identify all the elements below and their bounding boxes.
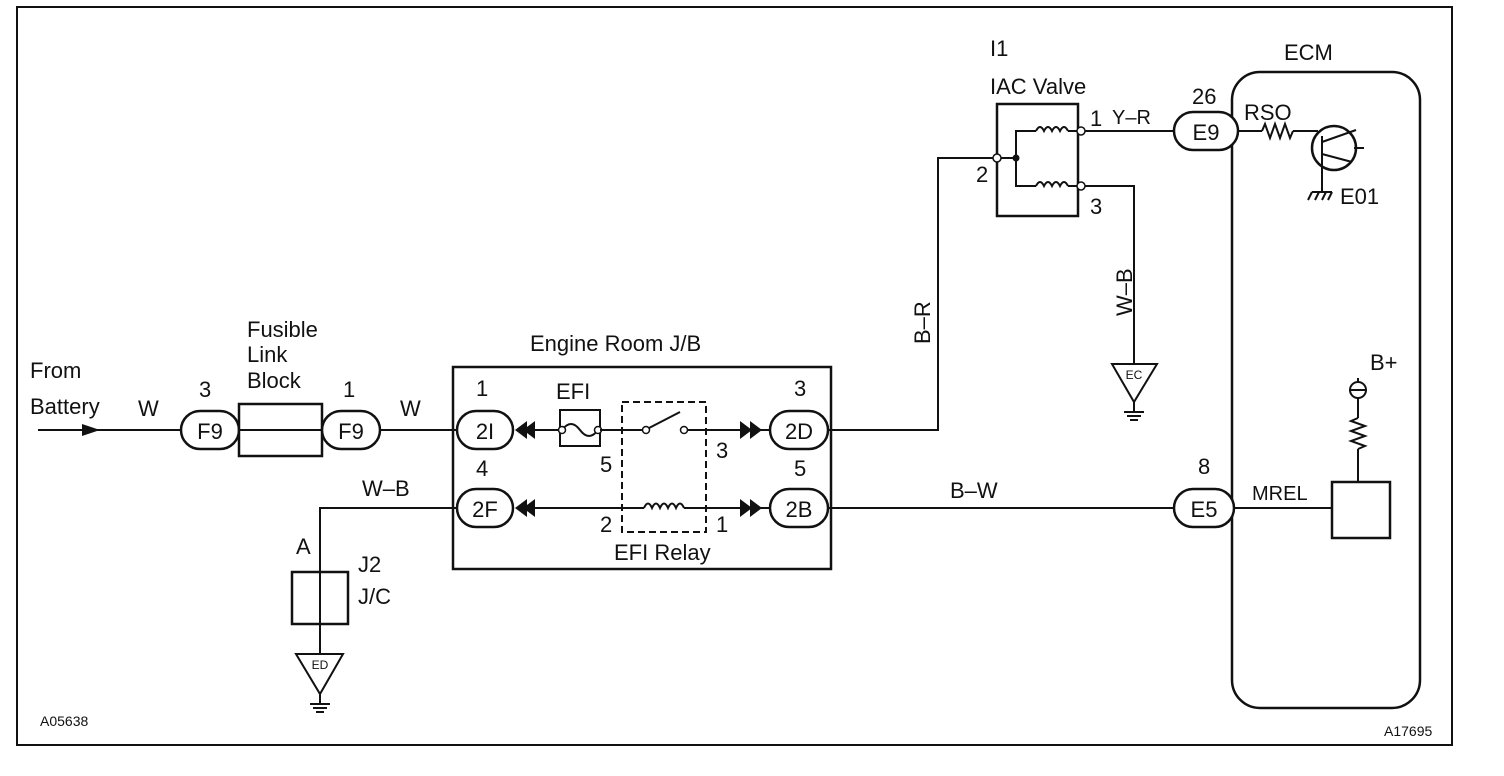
engine-room-jb-box [451, 365, 833, 571]
c2d-pin: 3 [794, 376, 806, 401]
fusible-out-wire-label: W [400, 396, 421, 421]
iac-coil-icon [1035, 126, 1069, 134]
wire-w-b-jc [319, 507, 457, 572]
c2f-pin: 4 [476, 456, 488, 481]
fusible-right-pin: 1 [343, 377, 355, 402]
wire-b-r-label: B–R [910, 301, 935, 344]
ecm-box [1230, 70, 1422, 710]
ecm-mrel-label: MREL [1252, 483, 1308, 505]
ecm-e5-pin: 8 [1198, 454, 1210, 479]
ecm-e01-label: E01 [1340, 184, 1379, 209]
relay-pin-5: 5 [600, 452, 612, 477]
junction-pin-label: A [296, 534, 311, 559]
relay-contact [641, 425, 651, 435]
ground-ed-label: ED [312, 658, 329, 672]
efi-fuse-label: EFI [556, 379, 590, 404]
battery-arrow-icon [82, 424, 100, 436]
fusible-link-title: Fusible Link Block [247, 317, 318, 393]
connector-f9-right-label: F9 [338, 419, 364, 444]
chevron-right-icon [740, 499, 752, 517]
chevron-right-icon [740, 421, 752, 439]
ground-ec-icon [1110, 363, 1159, 404]
connector-e5-label: E5 [1191, 497, 1218, 522]
iac-pin-3-terminal [1076, 181, 1086, 191]
ecm-bplus-label: B+ [1370, 350, 1398, 375]
iac-pin-2-terminal [992, 153, 1002, 163]
svg-text:Fusible: Fusible [247, 317, 318, 342]
wire-b-r [828, 157, 997, 431]
svg-text:Link: Link [247, 342, 288, 367]
junction-id: J2 [358, 552, 381, 577]
iac-valve-id: I1 [990, 36, 1008, 61]
wire-w-b-jc-label: W–B [362, 476, 410, 501]
efi-fuse [559, 409, 601, 447]
svg-text:Block: Block [247, 368, 302, 393]
connector-2i [455, 409, 515, 451]
chevron-left-icon [523, 421, 535, 439]
relay-contact [679, 425, 689, 435]
ref-code-left: A05638 [40, 713, 88, 729]
chevron-left-icon [515, 421, 527, 439]
mrel-driver-box [1330, 480, 1392, 540]
efi-relay-label: EFI Relay [614, 540, 711, 565]
chevron-left-icon [523, 499, 535, 517]
wire-b-w-label: B–W [950, 478, 998, 503]
wire-w-b-iac-label: W–B [1112, 268, 1137, 316]
iac-pin-2: 2 [976, 162, 988, 187]
ecm-rso-label: RSO [1244, 100, 1292, 125]
connector-e9-label: E9 [1193, 120, 1220, 145]
iac-coil-icon [1035, 181, 1069, 189]
iac-pin-1: 1 [1090, 106, 1102, 131]
chevron-left-icon [515, 499, 527, 517]
fuse-icon [561, 423, 599, 437]
iac-pin-3: 3 [1090, 194, 1102, 219]
chevron-right-icon [750, 421, 762, 439]
c2b-pin: 5 [794, 456, 806, 481]
ecm-e9-pin: 26 [1192, 84, 1216, 109]
iac-valve-box [995, 102, 1080, 218]
connector-f9-left-label: F9 [197, 419, 223, 444]
relay-switch-icon [648, 411, 681, 429]
relay-pin-1: 1 [716, 512, 728, 537]
c2i-pin: 1 [476, 376, 488, 401]
ref-code-right: A17695 [1384, 723, 1432, 739]
from-label: From [30, 358, 81, 383]
relay-coil-icon [643, 502, 685, 511]
fusible-left-pin: 3 [199, 377, 211, 402]
iac-valve-label: IAC Valve [990, 74, 1086, 99]
engine-room-jb-title: Engine Room J/B [530, 331, 701, 356]
connector-2i-label: 2I [476, 419, 494, 444]
resistor-icon [1348, 417, 1368, 450]
wire-w-b-iac [1085, 185, 1135, 364]
ground-ec-label: EC [1126, 368, 1143, 382]
connector-2b-label: 2B [786, 497, 813, 522]
connector-2f-label: 2F [472, 497, 498, 522]
iac-pin-1-terminal [1076, 126, 1086, 136]
battery-wire-label: W [138, 396, 159, 421]
ground-ed-icon [294, 653, 345, 696]
relay-pin-2: 2 [600, 512, 612, 537]
chevron-right-icon [750, 499, 762, 517]
connector-2d-label: 2D [785, 419, 813, 444]
efi-relay-box [621, 401, 707, 533]
ecm-title: ECM [1284, 40, 1333, 65]
resistor-icon [1261, 121, 1294, 141]
battery-label: Battery [30, 394, 100, 419]
diagram-frame [16, 6, 1453, 746]
junction-name: J/C [358, 584, 391, 609]
wire-y-r-label: Y–R [1112, 107, 1151, 129]
relay-pin-3: 3 [716, 438, 728, 463]
